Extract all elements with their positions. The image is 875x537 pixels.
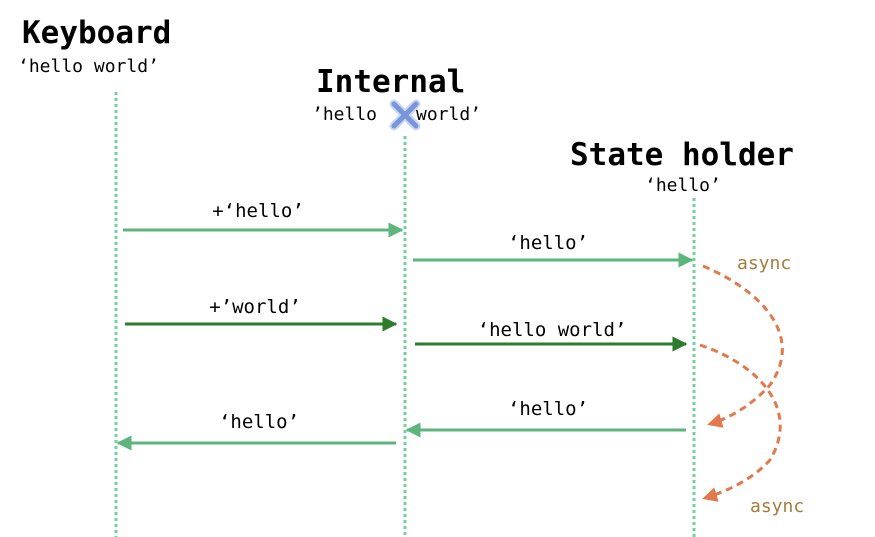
keyboard-value: ‘hello world’ bbox=[18, 56, 159, 77]
async-arrow-second bbox=[699, 343, 782, 502]
message-label-4: ‘hello world’ bbox=[477, 319, 627, 341]
internal-value-part1: ’hello bbox=[312, 104, 378, 125]
message-label-3: +’world’ bbox=[209, 296, 301, 318]
message-label-5: ‘hello’ bbox=[507, 398, 589, 420]
keyboard-title: Keyboard bbox=[22, 15, 172, 51]
message-label-1: +‘hello’ bbox=[212, 200, 304, 222]
async-label-2: async bbox=[750, 496, 805, 517]
message-label-6: ‘hello’ bbox=[218, 411, 300, 433]
internal-title: Internal bbox=[316, 64, 466, 100]
state-holder-title: State holder bbox=[570, 137, 794, 173]
message-label-2: ‘hello’ bbox=[507, 232, 589, 254]
async-arrow-first bbox=[702, 264, 784, 428]
cross-icon bbox=[389, 99, 421, 131]
state-holder-value: ‘hello’ bbox=[645, 175, 721, 196]
internal-value-part2: world’ bbox=[416, 104, 482, 125]
async-label-1: async bbox=[737, 253, 792, 274]
